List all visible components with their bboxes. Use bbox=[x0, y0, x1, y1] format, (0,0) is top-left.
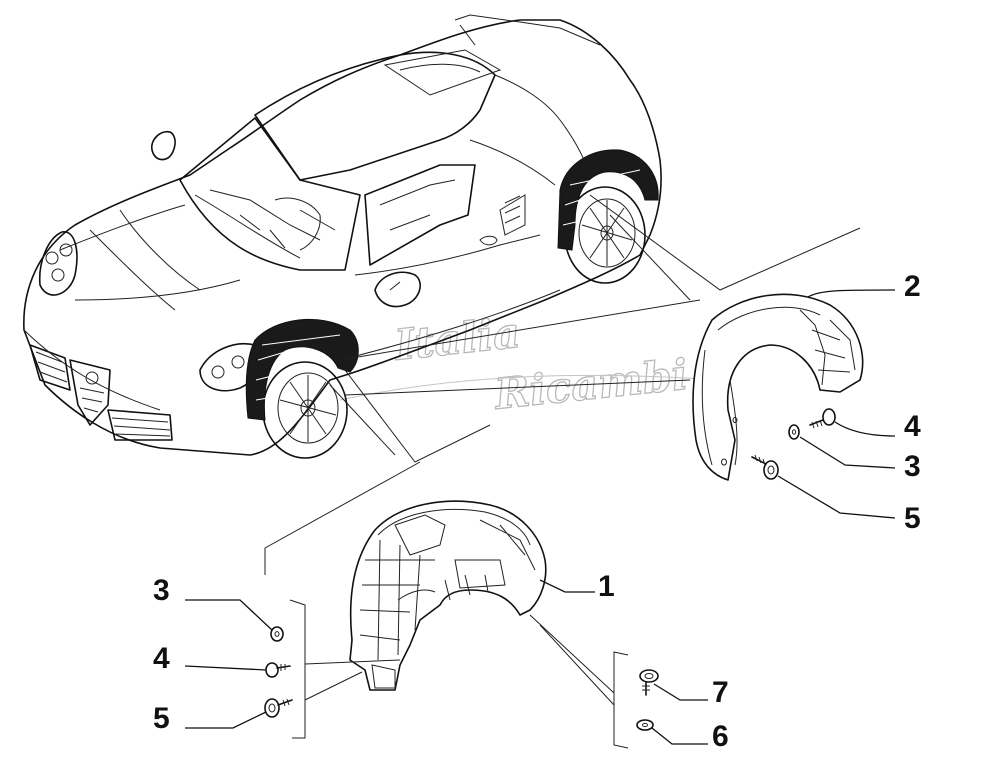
fastener-washer-3-left bbox=[270, 626, 284, 642]
callout-numbers: 2 4 3 5 1 3 4 5 7 6 bbox=[153, 270, 921, 753]
fastener-washer-6 bbox=[636, 719, 654, 731]
leader-2 bbox=[807, 289, 896, 298]
leader-1 bbox=[539, 579, 595, 593]
leader-6 bbox=[651, 727, 708, 745]
group-brackets bbox=[289, 599, 629, 749]
intake-right bbox=[107, 409, 173, 441]
roof-outline bbox=[254, 51, 496, 181]
rear-liner-installed bbox=[557, 149, 659, 251]
side-window bbox=[364, 164, 476, 266]
intake-left bbox=[29, 344, 71, 391]
watermark: Italia Ricambi bbox=[339, 307, 721, 420]
leader-5r bbox=[777, 475, 896, 519]
car-body-outline bbox=[23, 19, 662, 456]
callout-3-left: 3 bbox=[153, 574, 170, 607]
front-wheel bbox=[262, 361, 348, 459]
explode-connectors bbox=[264, 194, 861, 575]
headlight-left bbox=[38, 231, 78, 296]
front-liner-installed bbox=[245, 318, 359, 421]
callout-4-right: 4 bbox=[904, 410, 921, 443]
leader-4l bbox=[184, 665, 267, 671]
car-illustration bbox=[23, 14, 662, 459]
fastener-screw-5-left bbox=[264, 698, 293, 718]
callout-leaders bbox=[184, 289, 896, 745]
leader-3r bbox=[799, 436, 896, 469]
leader-3l bbox=[185, 599, 273, 631]
fastener-screw-5-right bbox=[751, 454, 779, 480]
leader-7 bbox=[653, 683, 708, 701]
leader-4r bbox=[834, 421, 896, 437]
callout-2: 2 bbox=[904, 270, 921, 303]
part-rear-arch-liner bbox=[692, 293, 864, 481]
front-grille bbox=[69, 359, 111, 426]
callout-6: 6 bbox=[712, 720, 729, 753]
leader-5l bbox=[185, 711, 267, 729]
callout-5-right: 5 bbox=[904, 502, 921, 535]
fastener-screw-4-right bbox=[809, 408, 836, 429]
windshield bbox=[179, 117, 361, 271]
callout-4-left: 4 bbox=[153, 642, 170, 675]
fastener-washer-3-right bbox=[788, 424, 800, 440]
part-front-arch-liner bbox=[349, 500, 547, 691]
fastener-screw-4-left bbox=[265, 662, 291, 678]
callout-5-left: 5 bbox=[153, 702, 170, 735]
callout-7: 7 bbox=[712, 676, 729, 709]
side-mirror bbox=[374, 271, 421, 308]
fastener-screw-7 bbox=[639, 669, 659, 696]
callout-3-right: 3 bbox=[904, 450, 921, 483]
callout-1: 1 bbox=[598, 570, 615, 603]
